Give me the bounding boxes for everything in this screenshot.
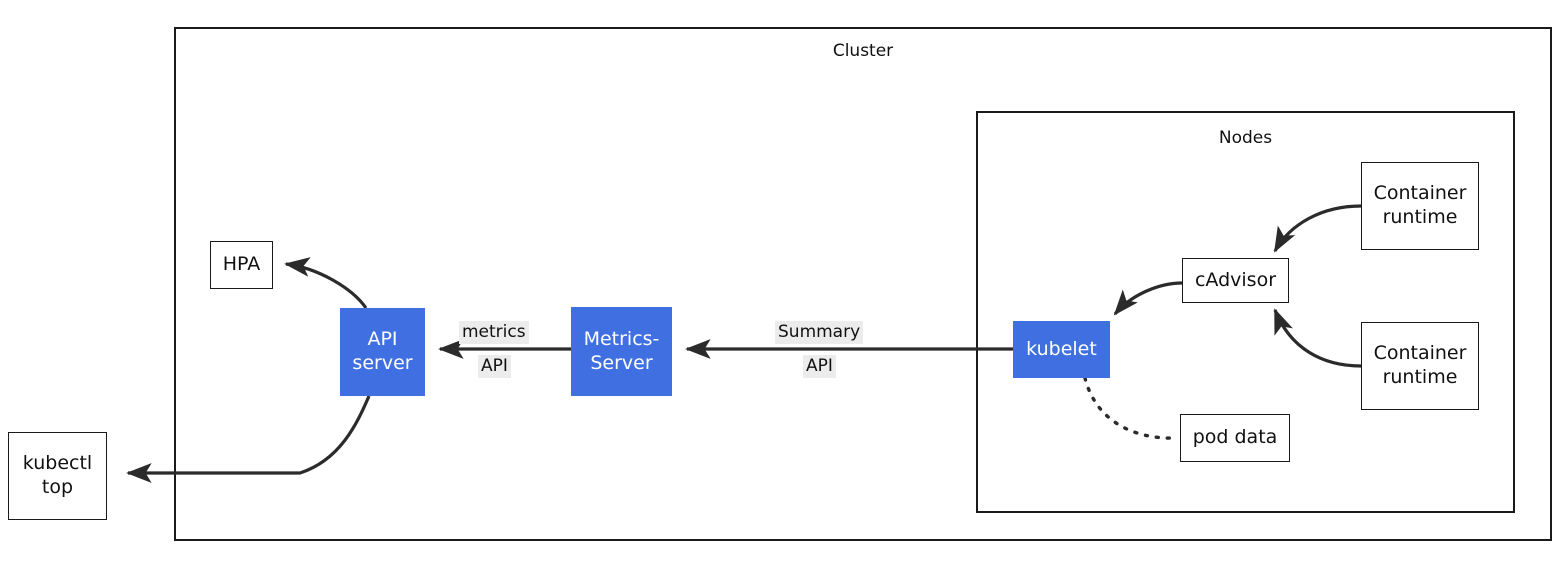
edge-label-summary: Summary <box>775 321 864 344</box>
node-kubectl-top[interactable]: kubectl top <box>8 432 107 520</box>
edge-label-summary-api: API <box>803 355 836 378</box>
edge-label-metrics-api: API <box>478 355 511 378</box>
node-container-runtime-top[interactable]: Container runtime <box>1361 162 1479 250</box>
cluster-boundary <box>174 27 1552 541</box>
node-api-server[interactable]: API server <box>340 308 425 396</box>
cluster-title: Cluster <box>832 41 894 61</box>
node-metrics-server-label: Metrics- Server <box>583 327 660 374</box>
node-container-runtime-bottom-label: Container runtime <box>1373 342 1467 388</box>
node-hpa-label: HPA <box>222 253 261 276</box>
node-pod-data[interactable]: pod data <box>1180 414 1290 462</box>
nodes-title: Nodes <box>1218 128 1273 148</box>
node-cadvisor-label: cAdvisor <box>1194 268 1277 291</box>
node-api-server-label: API server <box>352 328 413 374</box>
node-kubectl-top-label: kubectl top <box>22 452 93 498</box>
node-container-runtime-bottom[interactable]: Container runtime <box>1361 322 1479 410</box>
node-pod-data-label: pod data <box>1192 426 1278 449</box>
nodes-boundary <box>976 111 1515 513</box>
node-metrics-server[interactable]: Metrics- Server <box>571 307 672 396</box>
node-kubelet[interactable]: kubelet <box>1013 321 1110 378</box>
node-hpa[interactable]: HPA <box>210 241 273 289</box>
edge-label-metrics: metrics <box>459 321 529 344</box>
node-kubelet-label: kubelet <box>1026 337 1097 360</box>
node-cadvisor[interactable]: cAdvisor <box>1182 258 1289 303</box>
node-container-runtime-top-label: Container runtime <box>1373 182 1467 228</box>
